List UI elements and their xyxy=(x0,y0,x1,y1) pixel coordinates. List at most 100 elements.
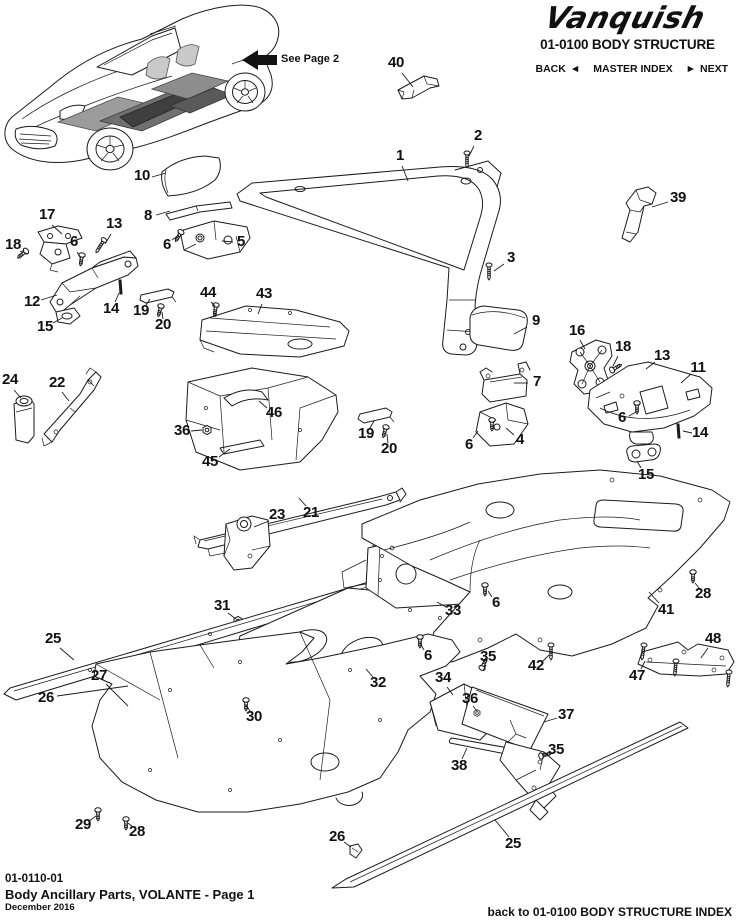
callout-12: 12 xyxy=(23,293,41,310)
part-1-drawing xyxy=(236,160,502,356)
callout-20: 20 xyxy=(380,440,398,457)
callout-23: 23 xyxy=(268,506,286,523)
callout-22: 22 xyxy=(48,374,66,391)
front-wheel xyxy=(86,127,134,171)
callout-47: 47 xyxy=(628,667,646,684)
callout-35: 35 xyxy=(479,648,497,665)
callout-31: 31 xyxy=(213,597,231,614)
callout-36: 36 xyxy=(173,422,191,439)
callout-43: 43 xyxy=(255,285,273,302)
header-nav: BACK ◄ MASTER INDEX ► NEXT xyxy=(535,63,728,75)
callout-38: 38 xyxy=(450,757,468,774)
part-5-drawing xyxy=(179,220,251,260)
doc-date: December 2016 xyxy=(5,902,75,914)
callout-18: 18 xyxy=(4,236,22,253)
callout-40: 40 xyxy=(387,54,405,71)
callout-1: 1 xyxy=(395,147,405,164)
back-link[interactable]: BACK ◄ xyxy=(535,63,580,75)
part-23-drawing xyxy=(223,515,271,571)
callout-37: 37 xyxy=(557,706,575,723)
callout-39: 39 xyxy=(669,189,687,206)
part-41-drawing xyxy=(361,469,731,663)
part-7-drawing xyxy=(479,361,531,403)
callout-13: 13 xyxy=(105,215,123,232)
callout-45: 45 xyxy=(201,453,219,470)
next-link[interactable]: ► NEXT xyxy=(686,63,728,75)
see-page-arrow-icon xyxy=(242,50,277,70)
callout-28: 28 xyxy=(694,585,712,602)
callout-4: 4 xyxy=(515,431,525,448)
callout-7: 7 xyxy=(532,373,542,390)
part-47-screw xyxy=(724,669,733,688)
part-36-nut xyxy=(202,424,212,436)
callout-33: 33 xyxy=(444,602,462,619)
callout-6: 6 xyxy=(423,647,433,664)
part-27-drawing xyxy=(91,631,461,813)
part-8-drawing xyxy=(165,201,233,221)
callout-36: 36 xyxy=(461,690,479,707)
part-15-drawing xyxy=(55,307,81,325)
next-arrow-icon: ► xyxy=(685,63,696,75)
part-28-screw xyxy=(689,569,697,584)
part-15-drawing xyxy=(626,443,661,463)
doc-title: Body Ancillary Parts, VOLANTE - Page 1 xyxy=(5,886,255,902)
callout-21: 21 xyxy=(302,504,320,521)
callout-27: 27 xyxy=(90,667,108,684)
part-12-drawing xyxy=(49,250,139,316)
callout-34: 34 xyxy=(434,669,452,686)
callout-3: 3 xyxy=(506,249,516,266)
callout-16: 16 xyxy=(568,322,586,339)
callout-17: 17 xyxy=(38,206,56,223)
callout-15: 15 xyxy=(36,318,54,335)
part-9-drawing xyxy=(469,305,528,351)
callout-14: 14 xyxy=(691,424,709,441)
callout-19: 19 xyxy=(357,425,375,442)
part-13-bolt xyxy=(93,236,109,255)
callout-6: 6 xyxy=(617,409,627,426)
leader-lines xyxy=(13,72,709,848)
part-25-drawing xyxy=(331,721,689,889)
callout-25: 25 xyxy=(44,630,62,647)
part-19-drawing xyxy=(357,407,395,424)
callout-11: 11 xyxy=(690,359,706,376)
rear-wheel xyxy=(224,72,266,112)
part-26-drawing xyxy=(349,843,363,859)
callout-14: 14 xyxy=(102,300,120,317)
back-arrow-icon: ◄ xyxy=(569,63,581,75)
part-2-bolt xyxy=(463,150,471,169)
callout-2: 2 xyxy=(473,127,483,144)
callout-26: 26 xyxy=(328,828,346,845)
callout-32: 32 xyxy=(369,674,387,691)
see-page-2-label[interactable]: See Page 2 xyxy=(281,53,340,65)
callout-46: 46 xyxy=(265,404,283,421)
part-19-drawing xyxy=(139,288,177,304)
master-index-link[interactable]: MASTER INDEX xyxy=(593,63,672,75)
part-14-pin xyxy=(676,423,681,439)
callout-29: 29 xyxy=(74,816,92,833)
part-4-drawing xyxy=(475,402,529,447)
back-label: BACK xyxy=(535,63,566,75)
part-40-drawing xyxy=(397,75,440,100)
part-39-drawing xyxy=(621,186,657,243)
callout-25: 25 xyxy=(504,835,522,852)
callout-30: 30 xyxy=(245,708,263,725)
doc-number: 01-0110-01 xyxy=(5,873,64,885)
car-illustration xyxy=(4,4,280,171)
callout-28: 28 xyxy=(128,823,146,840)
part-3-bolt xyxy=(485,262,493,281)
part-17-drawing xyxy=(37,225,83,273)
callout-26: 26 xyxy=(37,689,55,706)
part-10-drawing xyxy=(161,155,221,197)
body-structure-index-link[interactable]: back to 01-0100 BODY STRUCTURE INDEX xyxy=(487,905,732,919)
callout-19: 19 xyxy=(132,302,150,319)
part-11-drawing xyxy=(587,361,713,445)
part-14-pin xyxy=(118,279,123,295)
callout-10: 10 xyxy=(133,167,151,184)
callout-13: 13 xyxy=(653,347,671,364)
callout-24: 24 xyxy=(1,371,19,388)
part-44-screw xyxy=(210,301,220,317)
callout-48: 48 xyxy=(704,630,722,647)
callout-6: 6 xyxy=(491,594,501,611)
part-45-46-drawing xyxy=(185,367,339,471)
